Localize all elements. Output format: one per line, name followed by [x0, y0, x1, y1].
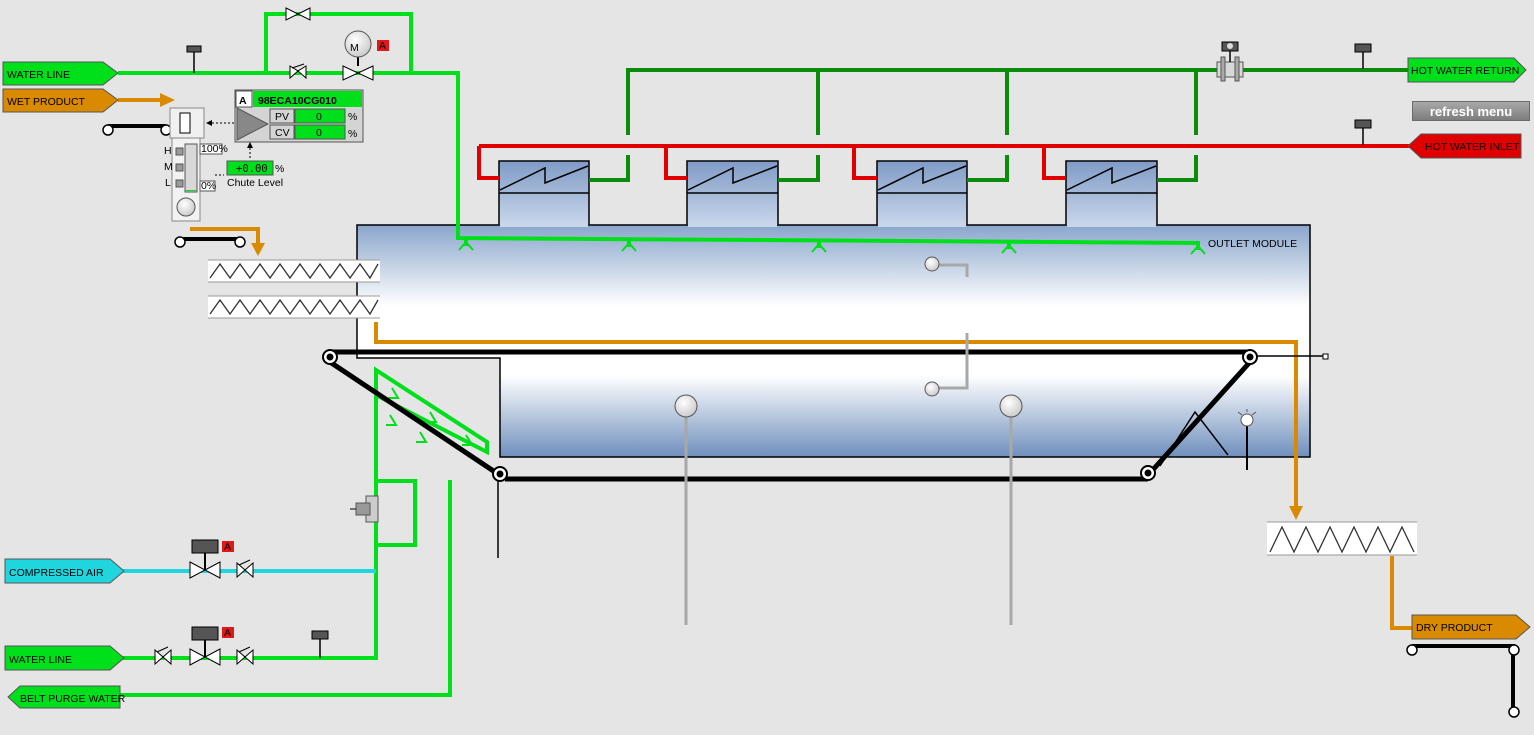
- spray-nozzles-lower: [386, 387, 474, 446]
- water-line-piping: [118, 12, 1201, 250]
- tag-belt-purge-water-text: BELT PURGE WATER: [20, 693, 126, 705]
- tag-hot-water-inlet[interactable]: HOT WATER INLET: [1407, 133, 1522, 159]
- tag-wet-product-text: WET PRODUCT: [7, 96, 86, 108]
- feed-auger-lower[interactable]: [208, 295, 380, 319]
- chute-level-unit: %: [275, 163, 284, 175]
- air-valve-alarm: A: [224, 541, 231, 553]
- refresh-menu-button[interactable]: refresh menu: [1412, 101, 1530, 121]
- return-temperature-sensor-icon[interactable]: [1354, 43, 1372, 69]
- chute-level-label: Chute Level: [227, 177, 283, 189]
- chute-low-label: L: [165, 177, 171, 189]
- chute-mid-label: M: [164, 161, 173, 173]
- tag-wet-product[interactable]: WET PRODUCT: [2, 88, 119, 113]
- water-check-valve-icon-2[interactable]: [236, 646, 254, 666]
- controller-faceplate[interactable]: A 98ECA10CG010 PV 0 % CV 0 %: [234, 89, 364, 143]
- tag-belt-purge-water[interactable]: BELT PURGE WATER: [7, 685, 126, 709]
- tag-dry-product[interactable]: DRY PRODUCT: [1411, 614, 1531, 640]
- motor-valve[interactable]: M A: [342, 30, 389, 81]
- tag-water-line-top[interactable]: WATER LINE: [2, 61, 119, 86]
- hot-water-inlet-piping: [477, 144, 1410, 180]
- faceplate-tag: 98ECA10CG010: [258, 95, 337, 107]
- pressure-gauge-icon[interactable]: [350, 495, 379, 523]
- level-floats[interactable]: [674, 256, 1023, 418]
- feed-conveyor-bottom[interactable]: [174, 236, 246, 248]
- lower-water-piping: [118, 366, 489, 697]
- feed-conveyor-top[interactable]: [102, 124, 172, 136]
- pv-value: 0: [316, 111, 322, 123]
- product-arrows: [160, 93, 1303, 520]
- chute-max-label: 100%: [201, 143, 228, 155]
- tag-hot-water-return[interactable]: HOT WATER RETURN: [1407, 57, 1527, 83]
- cv-value: 0: [316, 127, 322, 139]
- chute-min-label: 0%: [201, 180, 216, 192]
- water-check-valve-icon-1[interactable]: [154, 646, 172, 666]
- heater-module-4[interactable]: [1065, 160, 1158, 225]
- belt-rollers[interactable]: [322, 349, 1258, 482]
- check-valve-icon[interactable]: [289, 63, 307, 80]
- chute-high-label: H: [164, 145, 172, 157]
- tag-water-line-bottom-text: WATER LINE: [9, 654, 72, 666]
- tag-hot-water-inlet-text: HOT WATER INLET: [1425, 141, 1520, 153]
- cv-unit: %: [348, 128, 357, 140]
- pv-label: PV: [275, 111, 289, 123]
- tag-compressed-air[interactable]: COMPRESSED AIR: [4, 558, 125, 584]
- inlet-temperature-sensor-icon[interactable]: [1354, 119, 1372, 145]
- product-flow: [118, 98, 1412, 630]
- cv-label: CV: [275, 127, 290, 139]
- pv-unit: %: [348, 111, 357, 123]
- heater-module-3[interactable]: [876, 160, 968, 225]
- tag-compressed-air-text: COMPRESSED AIR: [9, 567, 104, 579]
- tag-water-line-top-text: WATER LINE: [7, 69, 70, 81]
- outlet-module-label: OUTLET MODULE: [1208, 238, 1297, 250]
- chute-level-readout[interactable]: +0.00 % Chute Level: [226, 160, 284, 189]
- chute-level-bar: [186, 190, 196, 191]
- water-flow-transmitter-icon[interactable]: [311, 630, 329, 658]
- valve-icon[interactable]: [285, 7, 311, 21]
- water-solenoid-valve[interactable]: A: [189, 626, 234, 666]
- heater-module-1[interactable]: [498, 160, 590, 225]
- flow-transmitter-icon[interactable]: [186, 45, 202, 73]
- faceplate-mode: A: [239, 95, 247, 107]
- internal-probes: [684, 263, 1013, 625]
- air-check-valve-icon[interactable]: [236, 559, 254, 579]
- water-valve-alarm: A: [224, 627, 231, 639]
- feed-chute[interactable]: H M L 100% 0%: [164, 107, 228, 222]
- motor-valve-alarm: A: [379, 40, 386, 52]
- motor-icon: [344, 30, 372, 58]
- tag-water-line-bottom[interactable]: WATER LINE: [4, 645, 125, 671]
- hot-water-return-piping: [589, 68, 1410, 182]
- belt-scraper: [1159, 410, 1229, 467]
- temperature-sensor-icon[interactable]: [1237, 409, 1257, 470]
- discharge-auger[interactable]: [1267, 521, 1417, 556]
- motor-symbol: M: [350, 42, 359, 54]
- dryer-vessel: OUTLET MODULE: [356, 160, 1311, 458]
- air-solenoid-valve[interactable]: A: [189, 539, 234, 579]
- tag-hot-water-return-text: HOT WATER RETURN: [1411, 65, 1519, 77]
- heater-module-2[interactable]: [686, 160, 779, 225]
- tag-dry-product-text: DRY PRODUCT: [1416, 622, 1493, 634]
- spray-nozzles-top: [458, 240, 1206, 255]
- hot-water-flowmeter[interactable]: [1216, 41, 1244, 82]
- feed-auger-upper[interactable]: [208, 259, 380, 283]
- discharge-conveyor[interactable]: [1406, 644, 1520, 718]
- chute-level-value: +0.00: [236, 163, 268, 175]
